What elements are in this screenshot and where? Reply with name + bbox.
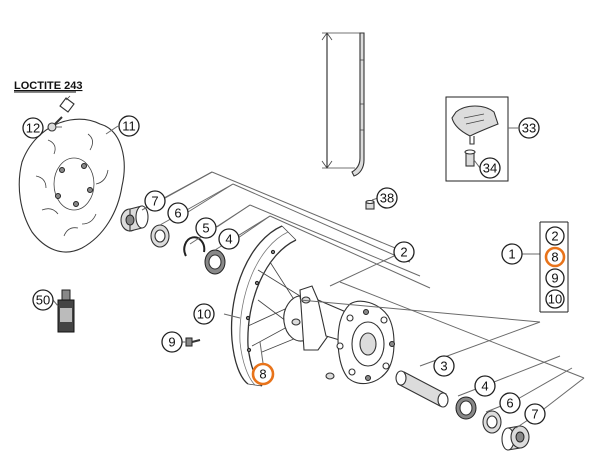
callout-group-1[interactable]: 1	[501, 243, 523, 265]
callout-4-left-label: 4	[225, 232, 232, 247]
callout-6-right[interactable]: 6	[499, 392, 521, 414]
callout-8-label: 8	[259, 367, 266, 382]
callout-7-right-label: 7	[531, 407, 538, 422]
spacer-tube	[395, 370, 449, 408]
callout-5-label: 5	[202, 221, 209, 236]
callout-5[interactable]: 5	[195, 217, 217, 239]
spacer-right	[501, 425, 530, 451]
callout-4-right-label: 4	[481, 379, 488, 394]
callout-12[interactable]: 12	[22, 117, 44, 139]
callout-33-label: 33	[522, 121, 536, 136]
callout-38[interactable]: 38	[376, 187, 398, 209]
callout-38-label: 38	[380, 191, 394, 206]
callout-7-left[interactable]: 7	[144, 190, 166, 212]
callout-10[interactable]: 10	[193, 303, 215, 325]
callout-34-label: 34	[483, 161, 497, 176]
callout-12-label: 12	[26, 121, 40, 136]
bearing-left	[204, 249, 226, 275]
bearing-right	[455, 396, 477, 420]
callout-3-label: 3	[440, 359, 447, 374]
spacer-left	[120, 205, 149, 232]
seal-right	[482, 410, 502, 434]
callout-2-label: 2	[400, 245, 407, 260]
callout-33[interactable]: 33	[518, 117, 540, 139]
callout-7-left-label: 7	[151, 194, 158, 209]
callout-50-label: 50	[36, 293, 50, 308]
callout-6-right-label: 6	[506, 396, 513, 411]
callout-9-label: 9	[168, 335, 175, 350]
grease-bottle	[57, 289, 75, 333]
callout-2[interactable]: 2	[393, 241, 415, 263]
callout-group-9-label: 9	[551, 271, 558, 286]
wheel-hub	[283, 285, 395, 385]
brake-disc	[18, 118, 125, 253]
callout-34[interactable]: 34	[479, 157, 501, 179]
callout-group-10-label: 10	[548, 292, 562, 307]
callout-4-right[interactable]: 4	[474, 375, 496, 397]
callout-7-right[interactable]: 7	[524, 403, 546, 425]
callout-group-8-label: 8	[551, 250, 558, 265]
spoke-nipple	[365, 199, 375, 210]
callout-50[interactable]: 50	[32, 289, 54, 311]
seal-left	[150, 224, 170, 248]
callout-9[interactable]: 9	[161, 331, 183, 353]
callout-group-2[interactable]: 2	[545, 226, 565, 246]
callout-group-2-label: 2	[551, 229, 558, 244]
callout-group-9[interactable]: 9	[545, 268, 565, 288]
callout-6-left[interactable]: 6	[167, 202, 189, 224]
loctite-drop-icon	[59, 97, 75, 113]
loctite-caption: LOCTITE 243	[14, 80, 82, 92]
callout-group-8-highlighted[interactable]: 8	[544, 246, 566, 268]
callout-4-left[interactable]: 4	[218, 228, 240, 250]
callout-group-1-label: 1	[508, 247, 515, 262]
callout-11-label: 11	[122, 119, 136, 134]
callout-group-10[interactable]: 10	[545, 289, 565, 309]
callout-10-label: 10	[197, 307, 211, 322]
circlip-left	[183, 236, 206, 257]
callout-11[interactable]: 11	[118, 115, 140, 137]
callout-6-left-label: 6	[174, 206, 181, 221]
part-group-bracket	[521, 221, 569, 313]
callout-8-highlighted[interactable]: 8	[251, 362, 275, 386]
spoke-part	[321, 32, 365, 177]
callout-3[interactable]: 3	[433, 355, 455, 377]
bolt-9	[185, 337, 201, 347]
